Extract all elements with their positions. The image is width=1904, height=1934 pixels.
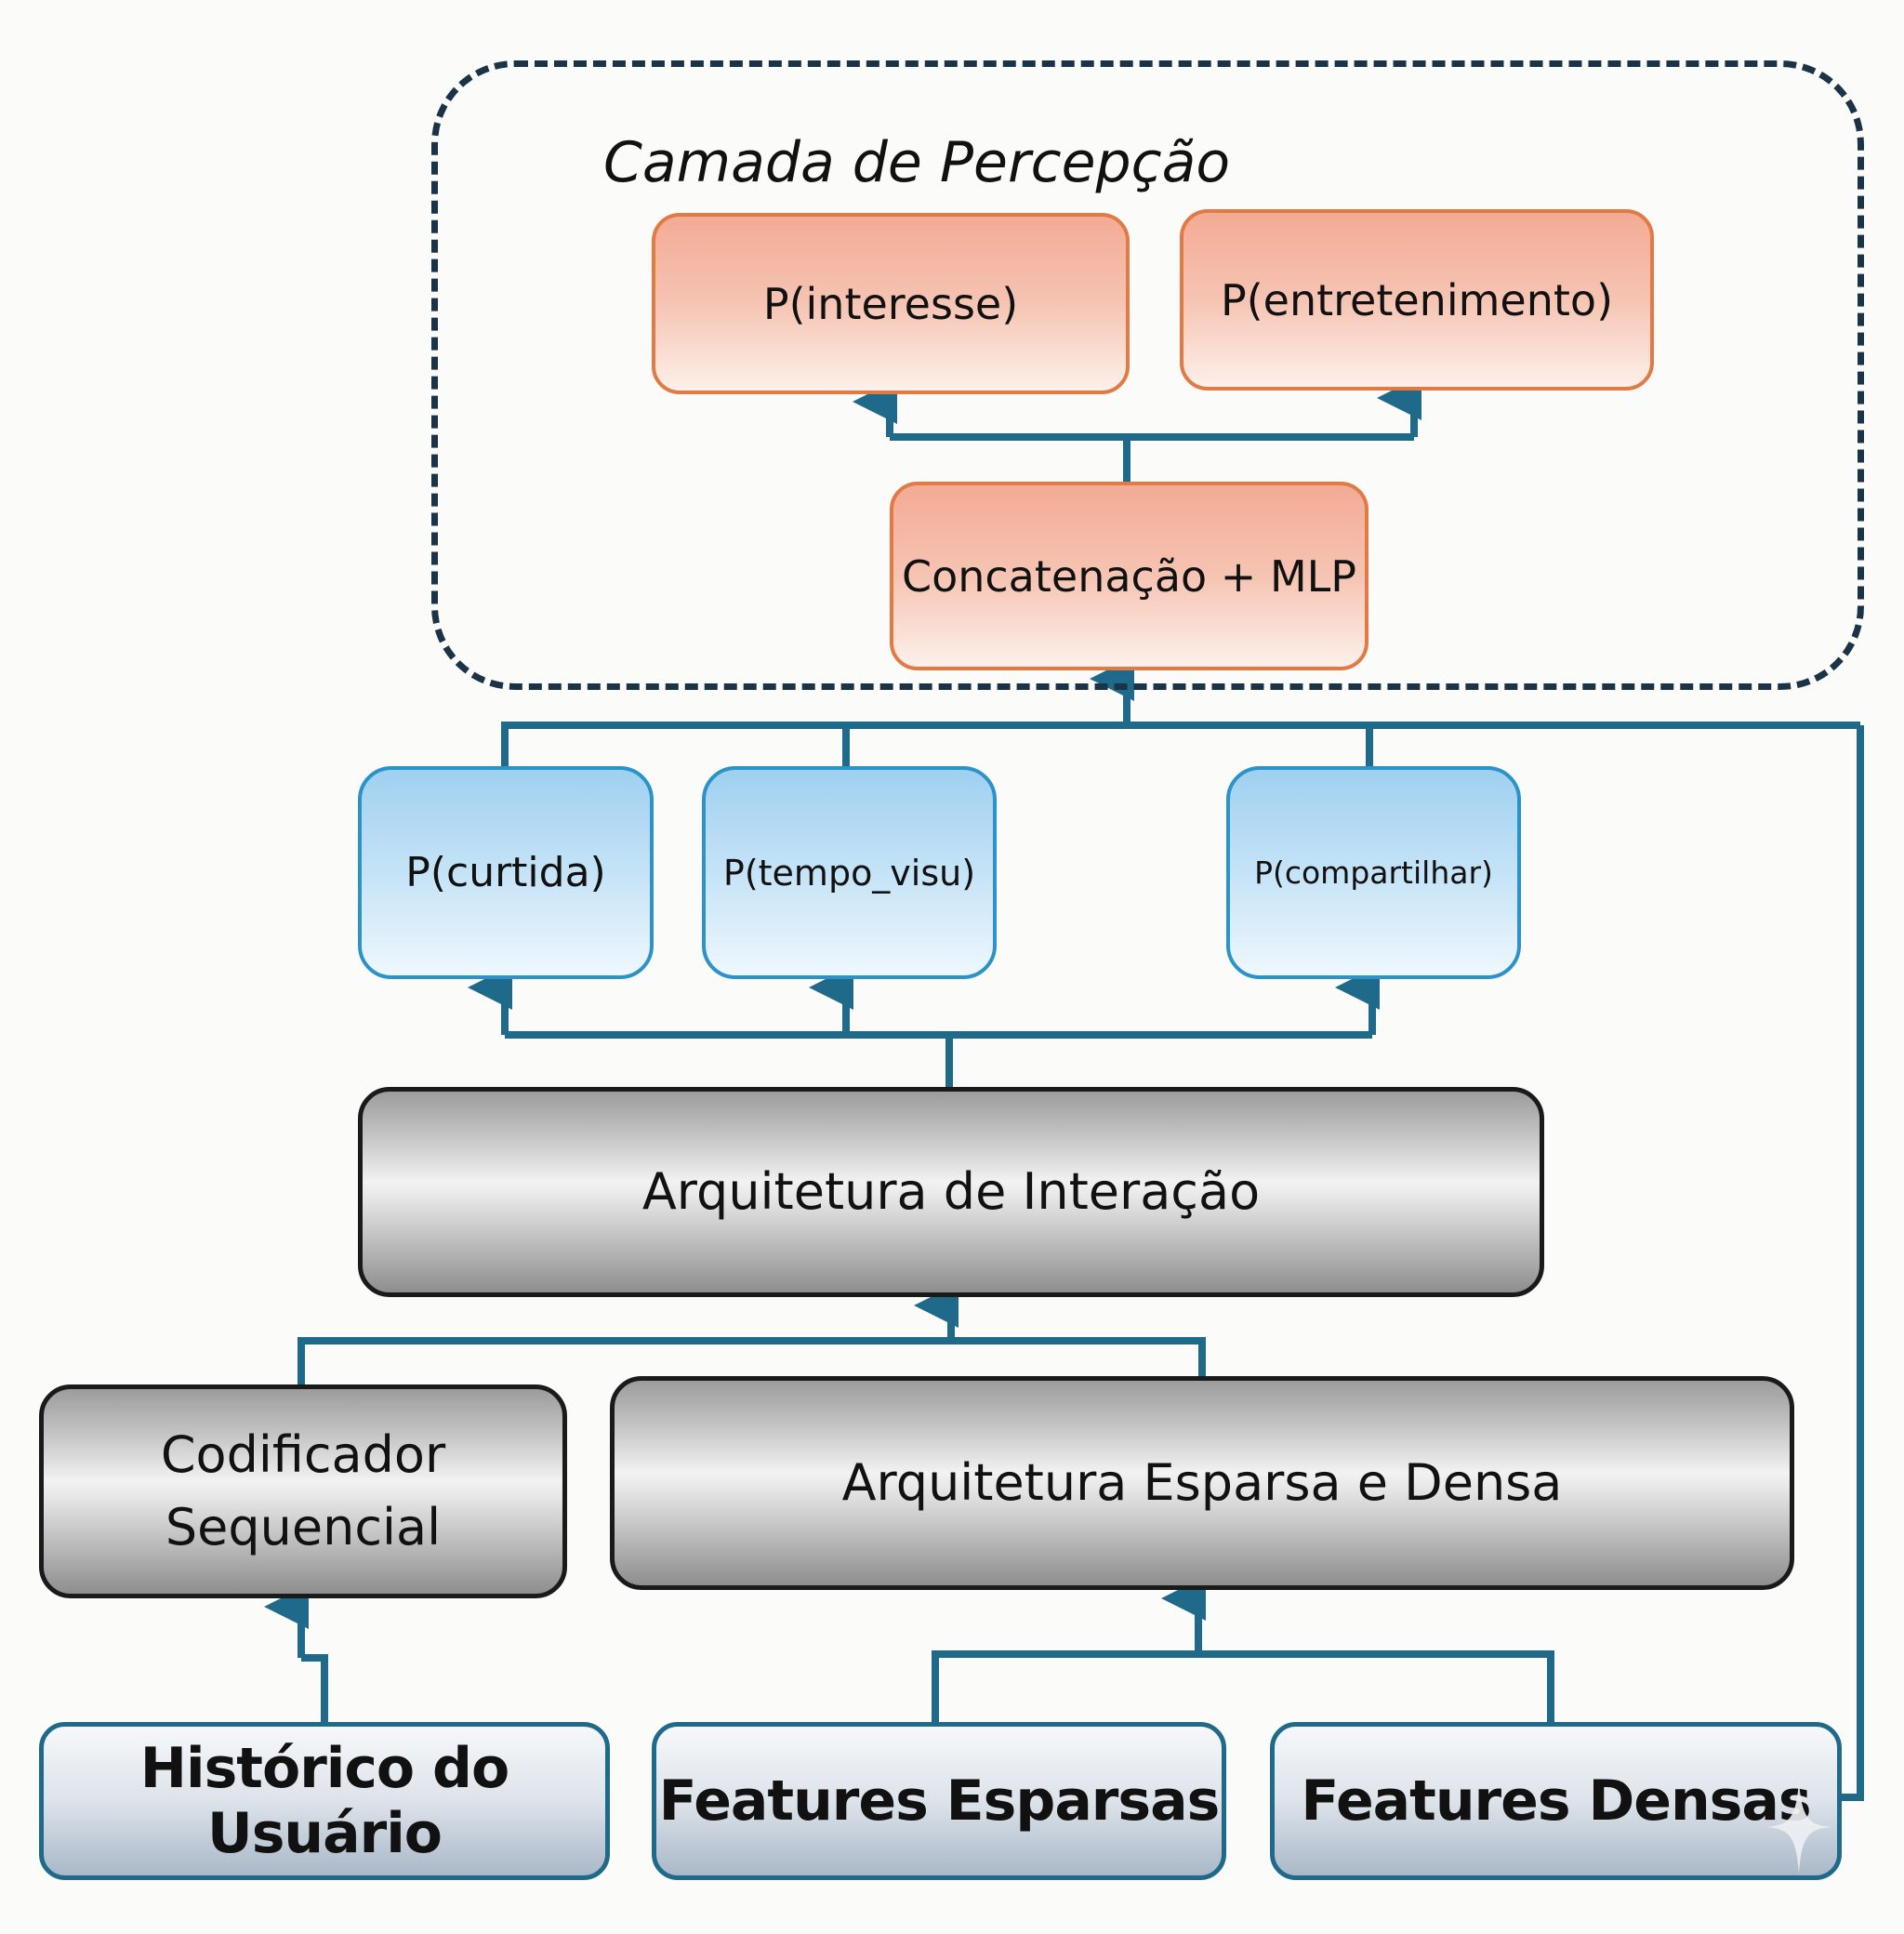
sparse-dense-architecture-label: Arquitetura Esparsa e Densa	[841, 1452, 1563, 1512]
interaction-architecture-box[interactable]: Arquitetura de Interação	[358, 1087, 1544, 1297]
input-user-history[interactable]: Histórico do Usuário	[39, 1722, 610, 1880]
sequential-encoder-label-line2: Sequencial	[165, 1498, 442, 1556]
connector-concat-to-outputs	[890, 433, 1414, 482]
head-tempo-visu[interactable]: P(tempo_visu)	[702, 766, 997, 979]
sequential-encoder-label-line1: Codificador	[160, 1424, 446, 1484]
connector-history-to-encoder	[301, 1654, 328, 1722]
connector-encoders-bus	[298, 1337, 1206, 1384]
head-compartilhar[interactable]: P(compartilhar)	[1226, 766, 1521, 979]
head-compartilhar-label: P(compartilhar)	[1254, 854, 1493, 891]
output-entretenimento-label: P(entretenimento)	[1220, 274, 1614, 325]
head-curtida-label: P(curtida)	[405, 849, 606, 896]
connector-features-bus	[932, 1650, 1554, 1722]
connector-dense-bypass	[1842, 725, 1864, 1801]
sparse-dense-architecture-box[interactable]: Arquitetura Esparsa e Densa	[610, 1376, 1794, 1590]
output-entretenimento[interactable]: P(entretenimento)	[1180, 209, 1654, 391]
perception-layer-title: Camada de Percepção	[603, 130, 1231, 195]
fusion-mlp-label: Concatenação + MLP	[901, 550, 1357, 602]
sequential-encoder-box[interactable]: Codificador Sequencial	[39, 1384, 567, 1598]
input-dense-features[interactable]: Features Densas	[1270, 1722, 1842, 1880]
interaction-architecture-label: Arquitetura de Interação	[641, 1161, 1261, 1221]
input-sparse-features-label: Features Esparsas	[658, 1768, 1221, 1834]
head-tempo-visu-label: P(tempo_visu)	[722, 852, 976, 894]
fusion-mlp-box[interactable]: Concatenação + MLP	[890, 482, 1368, 670]
connector-heads-bus	[501, 722, 1860, 766]
sparkle-icon	[1766, 1781, 1831, 1874]
perception-layer-container	[431, 60, 1864, 690]
input-user-history-label: Histórico do Usuário	[139, 1736, 509, 1866]
input-dense-features-label: Features Densas	[1301, 1768, 1811, 1834]
output-interesse[interactable]: P(interesse)	[652, 213, 1130, 394]
connector-interaction-to-heads	[505, 1031, 1372, 1087]
head-curtida[interactable]: P(curtida)	[358, 766, 654, 979]
output-interesse-label: P(interesse)	[762, 278, 1019, 329]
input-sparse-features[interactable]: Features Esparsas	[652, 1722, 1226, 1880]
